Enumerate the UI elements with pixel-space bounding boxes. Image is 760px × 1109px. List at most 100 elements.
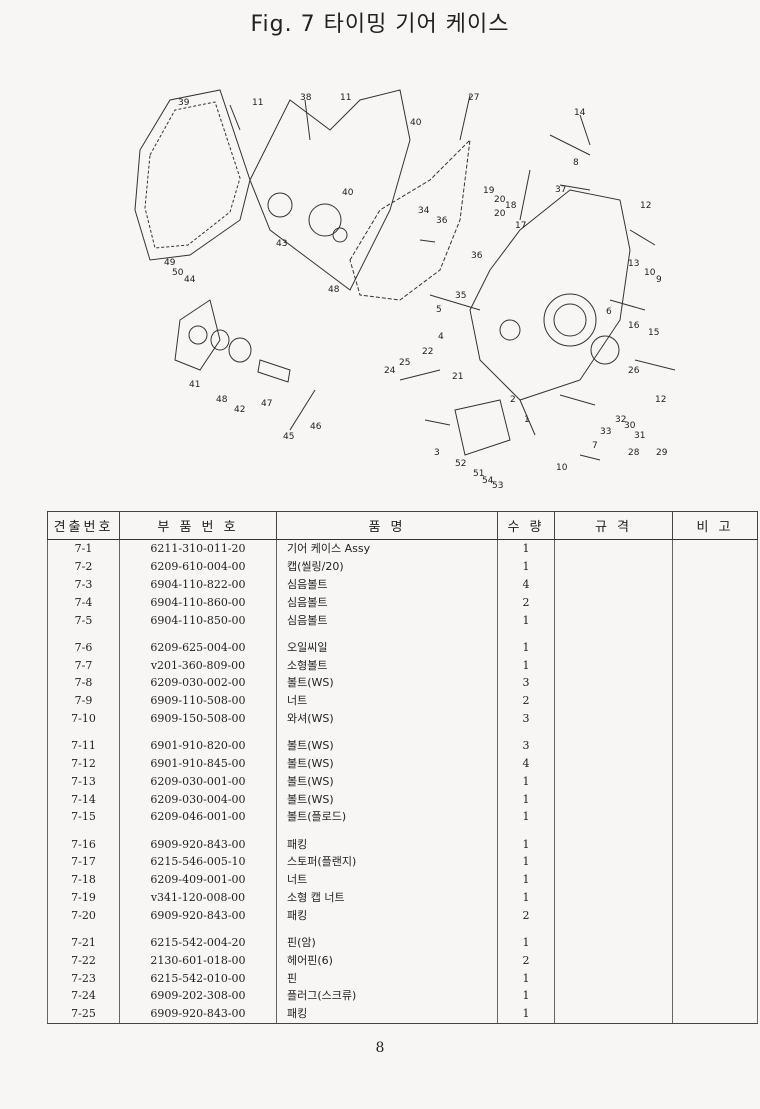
callout: 39 (178, 98, 190, 108)
ref-no-cell: 7-18 (47, 870, 120, 889)
remarks-cell (672, 593, 758, 612)
callout: 47 (261, 399, 272, 409)
quantity-cell: 1 (497, 611, 555, 630)
part-name-cell: 볼트(WS) (276, 754, 498, 773)
quantity-cell: 3 (497, 736, 555, 755)
remarks-cell (672, 638, 758, 657)
callout: 48 (216, 395, 228, 405)
part-name-cell: 볼트(WS) (276, 674, 498, 692)
remarks-cell (672, 611, 758, 630)
callout: 26 (628, 366, 640, 376)
ref-no-cell: 7-22 (47, 951, 120, 970)
ref-no-cell: 7-16 (47, 835, 120, 854)
spec-cell (554, 754, 673, 773)
quantity-cell: 4 (497, 575, 555, 594)
remarks-cell (672, 674, 758, 692)
part-number-cell: 6909-150-508-00 (119, 709, 277, 728)
spacer-cell (497, 727, 555, 737)
callout: 10 (644, 268, 656, 278)
quantity-cell: 1 (497, 772, 555, 791)
callout-labels: 39 11 38 11 27 14 40 8 37 40 19 20 18 20… (164, 93, 668, 491)
spacer-cell (276, 825, 498, 836)
quantity-cell: 1 (497, 638, 555, 657)
callout: 49 (164, 258, 176, 268)
part-name-cell: 헤어핀(6) (276, 951, 498, 970)
exploded-view-diagram: 39 11 38 11 27 14 40 8 37 40 19 20 18 20… (134, 89, 676, 491)
spacer-cell (47, 924, 120, 934)
remarks-cell (672, 557, 758, 576)
spec-cell (554, 691, 673, 710)
part-name-cell: 볼트(WS) (276, 790, 498, 809)
callout: 18 (505, 201, 517, 211)
callout: 36 (471, 251, 483, 261)
part-number-cell: 6904-110-822-00 (119, 575, 277, 594)
callout: 46 (310, 422, 322, 432)
callout: 41 (189, 380, 200, 390)
callout: 8 (573, 158, 579, 168)
spec-cell (554, 611, 673, 630)
part-number-cell: v201-360-809-00 (119, 656, 277, 675)
group-spacer-row (47, 629, 758, 639)
spacer-cell (672, 924, 758, 934)
remarks-cell (672, 951, 758, 970)
part-name-cell: 패킹 (276, 1004, 498, 1024)
callout: 34 (418, 206, 430, 216)
callout: 54 (482, 476, 494, 486)
callout: 12 (655, 395, 666, 405)
callout: 32 (615, 415, 626, 425)
callout: 6 (606, 307, 612, 317)
spacer-cell (119, 727, 277, 737)
remarks-cell (672, 575, 758, 594)
gasket-outline-inner (144, 101, 241, 249)
remarks-cell (672, 709, 758, 728)
part-number-cell: 6215-542-004-20 (119, 933, 277, 952)
header-part-name: 품 명 (276, 511, 498, 540)
header-quantity: 수 량 (497, 511, 555, 540)
part-name-cell: 캡(씰링/20) (276, 557, 498, 576)
quantity-cell: 1 (497, 539, 555, 558)
spec-cell (554, 557, 673, 576)
ref-no-cell: 7-2 (47, 557, 120, 576)
part-number-cell: 6901-910-845-00 (119, 754, 277, 773)
spec-cell (554, 835, 673, 854)
quantity-cell: 1 (497, 969, 555, 988)
header-ref-no: 견출번호 (47, 511, 120, 540)
callout: 14 (574, 108, 586, 118)
figure-title: Fig. 7 타이밍 기어 케이스 (250, 12, 510, 37)
quantity-cell: 1 (497, 933, 555, 952)
callout: 40 (342, 188, 354, 198)
part-number-cell: 6909-920-843-00 (119, 906, 277, 925)
remarks-cell (672, 656, 758, 675)
spec-cell (554, 870, 673, 889)
spec-cell (554, 906, 673, 925)
callout: 35 (455, 291, 466, 301)
callout: 24 (384, 366, 396, 376)
callout: 48 (328, 285, 340, 295)
shaft-outline (257, 359, 291, 383)
quantity-cell: 1 (497, 987, 555, 1005)
gear-case-outline (469, 189, 631, 401)
spacer-cell (119, 629, 277, 639)
part-name-cell: 심음볼트 (276, 575, 498, 594)
part-name-cell: 너트 (276, 870, 498, 889)
part-name-cell: 핀 (276, 969, 498, 988)
ref-no-cell: 7-13 (47, 772, 120, 791)
callout: 3 (434, 448, 440, 458)
ref-no-cell: 7-17 (47, 853, 120, 871)
quantity-cell: 1 (497, 888, 555, 907)
page-number: 8 (375, 1040, 385, 1056)
quantity-cell: 1 (497, 870, 555, 889)
quantity-cell: 4 (497, 754, 555, 773)
spec-cell (554, 772, 673, 791)
part-name-cell: 패킹 (276, 906, 498, 925)
part-name-cell: 소형볼트 (276, 656, 498, 675)
